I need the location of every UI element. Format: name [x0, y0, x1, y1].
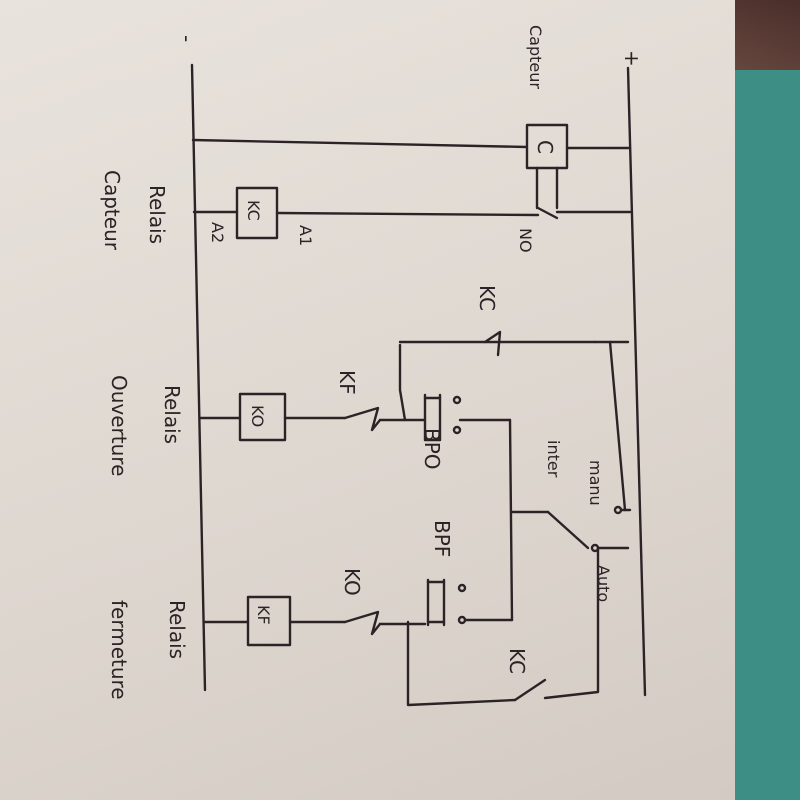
bottom-left-wire — [406, 620, 517, 707]
kf-contact — [343, 406, 382, 432]
kc-top-label: KC — [475, 285, 499, 311]
positive-rail — [626, 66, 647, 697]
minus-label: - — [175, 35, 199, 42]
kc-bottom-contact — [513, 678, 547, 702]
no-contact-blade — [536, 206, 559, 220]
kf-relay-label: KF — [254, 605, 273, 625]
relais-fermeture-label-2: fermeture — [107, 600, 131, 700]
right-vertical-bpo — [508, 418, 514, 622]
auto-label: Auto — [594, 565, 613, 602]
kf-contact-label: KF — [335, 370, 359, 395]
a1-label: A1 — [296, 225, 315, 246]
relais-capteur-label-2: Capteur — [100, 170, 124, 251]
relais-ouverture-label-1: Relais — [160, 385, 184, 444]
paper-sheet — [0, 0, 735, 800]
bpf-dot-1 — [457, 583, 467, 593]
kc-top-contact — [483, 330, 502, 357]
relais-fermeture-label-1: Relais — [165, 600, 189, 659]
bpf-label: BPF — [430, 520, 454, 557]
kc-bottom-label: KC — [505, 648, 529, 674]
relais-capteur-label-1: Relais — [145, 185, 169, 244]
ko-relay-label: KO — [248, 405, 267, 427]
kc-top-line — [398, 343, 407, 422]
bpo-dot-1 — [452, 395, 462, 405]
kc-relay-wire-a1 — [275, 211, 540, 217]
capteur-label: Capteur — [526, 25, 545, 89]
negative-rail — [190, 63, 207, 692]
relais-ouverture-label-2: Ouverture — [107, 375, 131, 476]
ko-contact-label: KO — [340, 568, 364, 596]
inter-label: inter — [544, 440, 563, 478]
kc-to-manu — [608, 340, 627, 512]
bpo-dot-2 — [452, 425, 462, 435]
manu-label: manu — [586, 460, 605, 506]
sensor-wire-neg — [191, 138, 529, 149]
plus-label: + — [620, 50, 644, 67]
bottom-right-wire — [543, 546, 600, 700]
selector-blade — [546, 510, 590, 550]
no-label: NO — [516, 228, 535, 253]
sensor-box — [525, 123, 569, 170]
a2-label: A2 — [208, 222, 227, 243]
kc-relay-label: KC — [244, 200, 263, 221]
c-label: C — [533, 140, 557, 154]
ko-contact — [343, 610, 382, 636]
bpo-label: BPO — [420, 428, 444, 470]
